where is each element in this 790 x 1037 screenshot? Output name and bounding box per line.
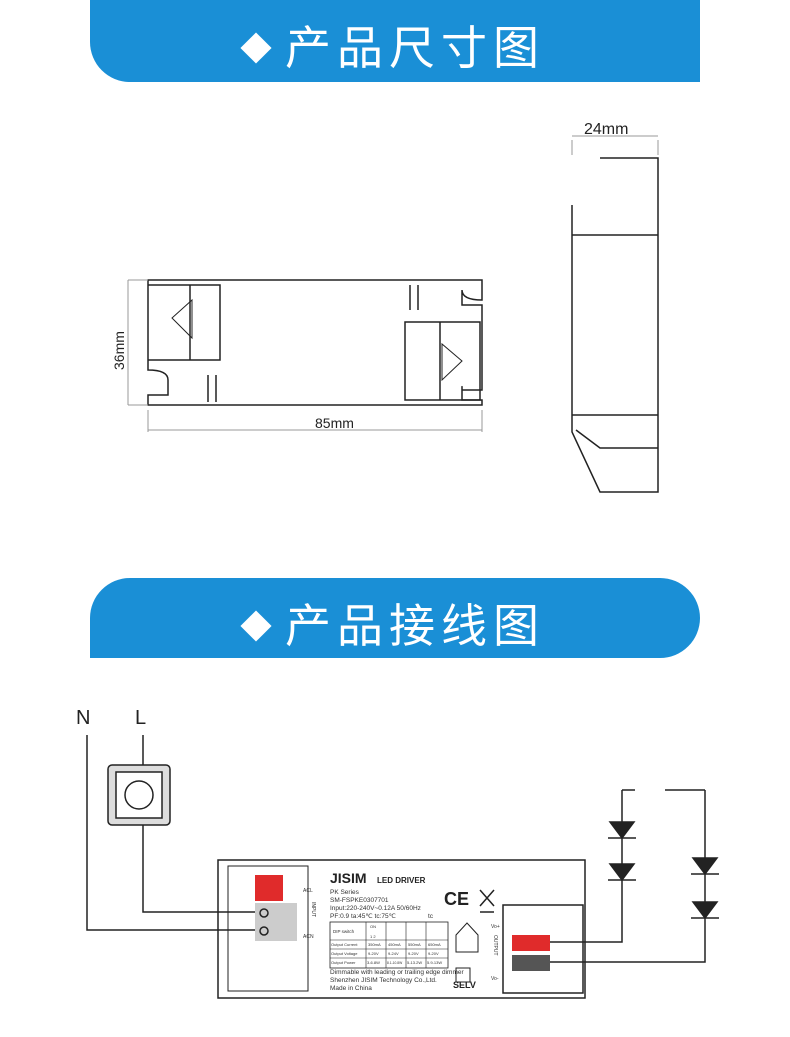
vo-plus-label: Vo+ <box>491 924 500 930</box>
weee-icon <box>479 889 495 913</box>
pf-rating: PF:0.9 ta:45℃ tc:75℃ <box>330 913 397 920</box>
footer-line-2: Shenzhen JISIM Technology Co.,Ltd. <box>330 977 437 984</box>
output-terminal-plus <box>512 935 550 951</box>
footer-line-3: Made in China <box>330 985 372 992</box>
cell: 5-13.2W <box>407 960 422 965</box>
cell: 350mA <box>368 942 381 947</box>
cell: 9-20V <box>428 951 439 956</box>
footer-line-1: Dimmable with leading or trailing edge d… <box>330 969 465 976</box>
tc-mark: tc <box>428 913 434 920</box>
row-header-dip: DIP switch <box>333 929 355 934</box>
cell: 5.9-13W <box>427 960 442 965</box>
row-header-power: Output Power <box>331 960 356 965</box>
input-rating: Input:220-240V~0.12A 50/60Hz <box>330 905 421 912</box>
dimmer-switch <box>107 764 171 826</box>
dip-nums-label: 1 2 <box>370 934 376 939</box>
cell: 9-20V <box>368 951 379 956</box>
row-header-current: Output Current <box>331 942 358 947</box>
width-label: 85mm <box>315 415 354 431</box>
brand-logo: JISIM <box>330 870 367 886</box>
output-terminal-minus <box>512 955 550 971</box>
driver-body <box>217 859 586 999</box>
product-name: LED DRIVER <box>377 876 426 885</box>
acn-label: ACN <box>303 934 314 940</box>
depth-label: 24mm <box>584 121 628 138</box>
row-header-voltage: Output Voltage <box>331 951 358 956</box>
wiring-banner: 产品接线图 <box>90 578 700 658</box>
acl-label: ACL <box>303 888 313 894</box>
dip-on-label: ON <box>370 924 376 929</box>
cell: 3-6.8W <box>367 960 380 965</box>
cell: 450mA <box>388 942 401 947</box>
output-side-label: OUTPUT <box>492 935 498 956</box>
model: SM-FSPKE0307701 <box>330 897 389 904</box>
cell: 9-24V <box>388 951 399 956</box>
ce-mark: CE <box>444 889 469 909</box>
dimensions-title: 产品尺寸图 <box>285 21 545 75</box>
selv-mark: SELV <box>453 980 476 990</box>
dip-switch[interactable] <box>255 875 283 901</box>
neutral-label: N <box>76 707 90 729</box>
series: PK Series <box>330 889 360 896</box>
vo-minus-label: Vo- <box>491 976 499 982</box>
led-icons <box>608 821 719 920</box>
height-label: 36mm <box>111 331 127 370</box>
dimensions-banner: 产品尺寸图 <box>90 0 700 82</box>
input-side-label: INPUT <box>310 902 316 917</box>
cell: 650mA <box>428 942 441 947</box>
output-wires <box>550 789 706 963</box>
cell: 550mA <box>408 942 421 947</box>
cell: 8.1-10.8W <box>387 961 403 965</box>
driver-side-view <box>571 135 659 493</box>
live-label: L <box>135 707 146 729</box>
wiring-title: 产品接线图 <box>285 599 545 653</box>
input-wires <box>86 735 262 931</box>
cell: 9-20V <box>408 951 419 956</box>
driver-top-view <box>127 279 483 432</box>
